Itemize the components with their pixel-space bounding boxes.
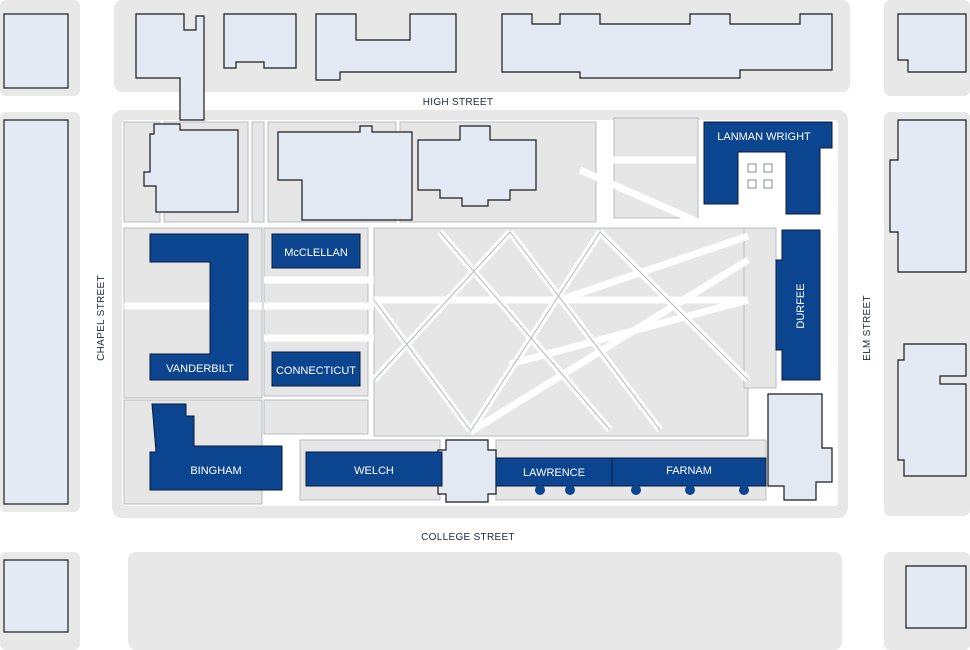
label-bingham: BINGHAM [190, 465, 241, 477]
label-vanderbilt: VANDERBILT [166, 363, 234, 375]
label-elm-street: ELM STREET [862, 295, 873, 361]
lanman-wright-building[interactable] [703, 121, 833, 215]
durfee-building[interactable] [775, 229, 821, 381]
label-college-street: COLLEGE STREET [421, 532, 515, 543]
other-buildings [3, 13, 967, 633]
label-lanman-wright: LANMAN WRIGHT [717, 131, 811, 143]
welch-building[interactable] [305, 451, 443, 487]
courtyard-squares [747, 163, 773, 189]
lawrence-building[interactable] [495, 457, 613, 487]
highlighted-buildings [149, 121, 833, 495]
vanderbilt-building[interactable] [149, 233, 249, 381]
label-chapel-street: CHAPEL STREET [96, 275, 107, 361]
label-mcclellan: McCLELLAN [284, 247, 348, 259]
label-welch: WELCH [354, 465, 394, 477]
label-high-street: HIGH STREET [423, 97, 494, 108]
path-outlines [373, 231, 749, 433]
connecticut-building[interactable] [271, 351, 361, 387]
label-lawrence: LAWRENCE [523, 467, 585, 479]
lawrence-turret [565, 485, 575, 495]
label-farnam: FARNAM [666, 465, 712, 477]
farnam-turret [739, 485, 749, 495]
farnam-turret [685, 485, 695, 495]
label-durfee: DURFEE [795, 283, 807, 328]
phelps-gate [437, 439, 497, 503]
street-labels: HIGH STREET COLLEGE STREET CHAPEL STREET… [96, 97, 873, 543]
bingham-building[interactable] [149, 403, 283, 491]
farnam-turret [631, 485, 641, 495]
lawrence-turret [535, 485, 545, 495]
mcclellan-building[interactable] [271, 233, 361, 269]
label-connecticut: CONNECTICUT [276, 365, 356, 377]
building-labels: LANMAN WRIGHT McCLELLAN DURFEE VANDERBIL… [166, 131, 811, 479]
